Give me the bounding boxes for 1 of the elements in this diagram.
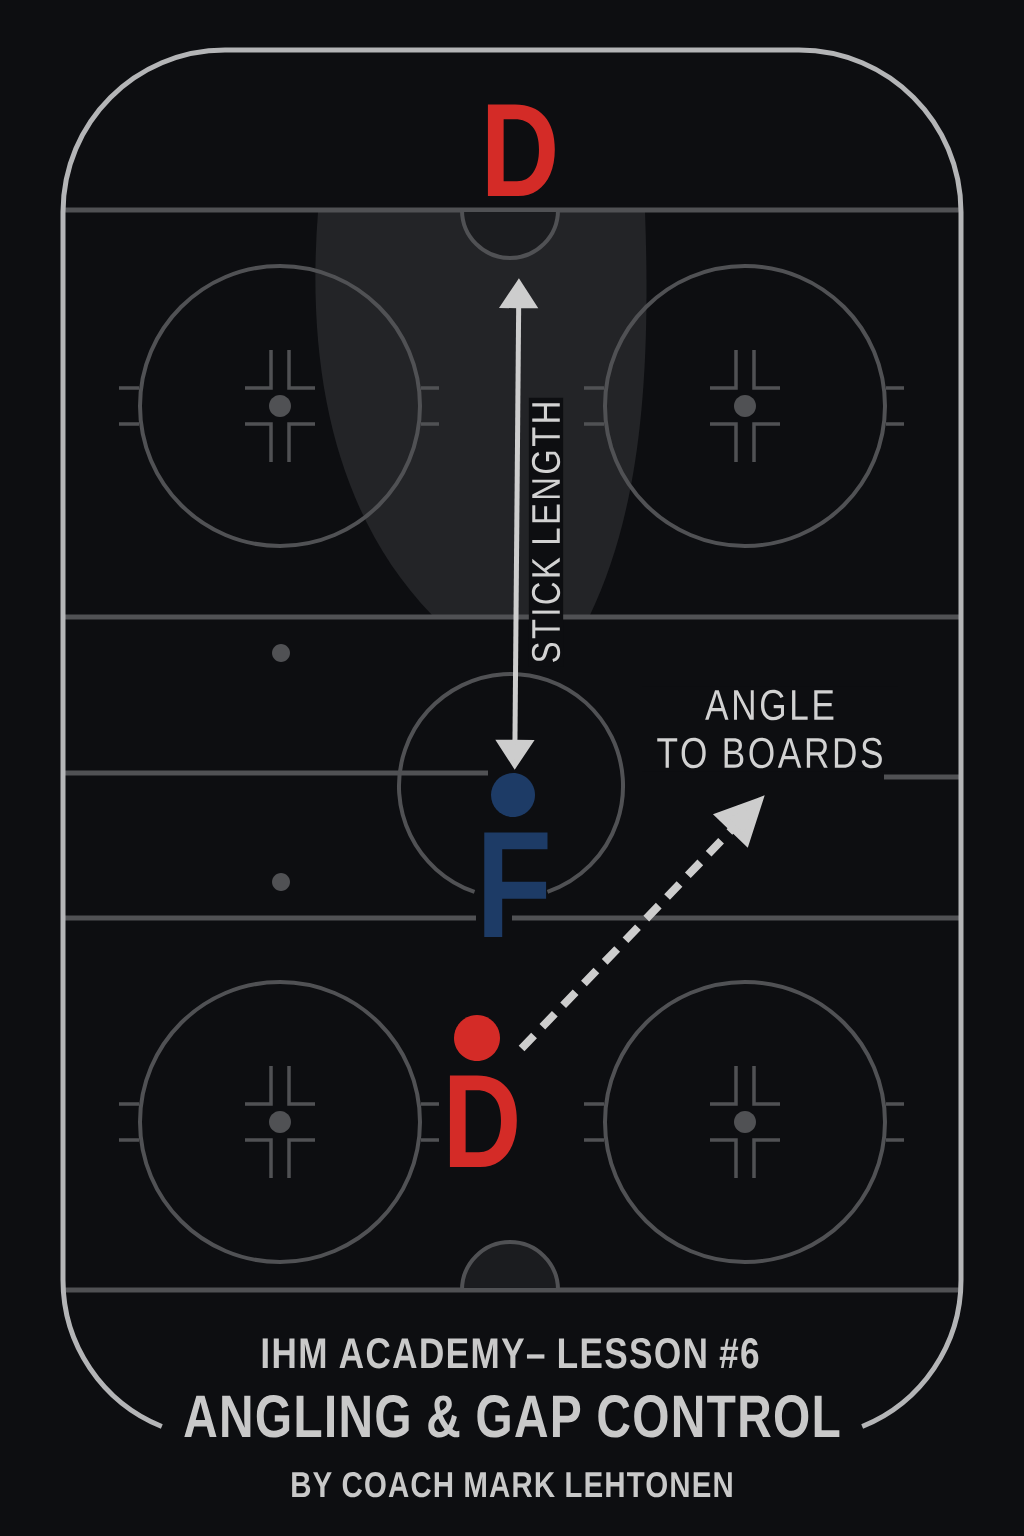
byline: BY COACH MARK LEHTONEN <box>292 1471 732 1498</box>
